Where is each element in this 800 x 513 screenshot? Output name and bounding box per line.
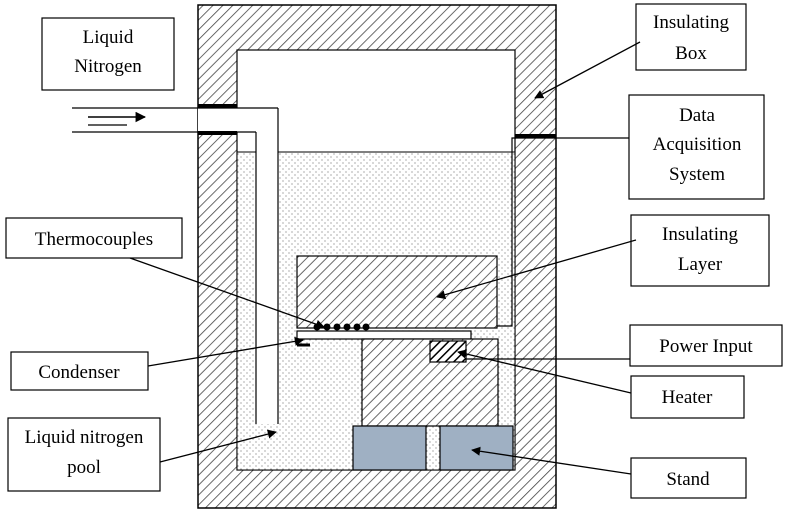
svg-text:Box: Box [675, 43, 707, 64]
label-heater: Heater [630, 375, 745, 419]
svg-text:Liquid: Liquid [83, 27, 134, 48]
label-liquid-nitrogen: Liquid Nitrogen [41, 17, 175, 91]
arrow-stand [471, 446, 632, 475]
svg-text:Power Input: Power Input [659, 336, 753, 357]
heater-element [429, 340, 467, 363]
nitrogen-inlet-pipe [72, 107, 279, 424]
svg-text:Nitrogen: Nitrogen [74, 56, 142, 77]
label-data-acquisition: Data Acquisition System [628, 94, 765, 200]
arrow-heater [457, 349, 632, 394]
label-liquid-nitrogen-pool: Liquid nitrogen pool [7, 417, 161, 492]
arrow-insulating-box [534, 41, 641, 99]
arrow-thermocouples [129, 257, 325, 329]
label-insulating-layer: Insulating Layer [630, 214, 770, 287]
svg-text:Thermocouples: Thermocouples [35, 229, 153, 250]
arrow-condenser [147, 336, 304, 367]
svg-text:Heater: Heater [662, 387, 713, 408]
svg-text:Data: Data [679, 105, 715, 126]
svg-text:Acquisition: Acquisition [653, 134, 742, 155]
svg-text:Liquid nitrogen: Liquid nitrogen [25, 427, 144, 448]
label-condenser: Condenser [10, 351, 149, 391]
svg-text:Layer: Layer [678, 254, 723, 275]
arrow-liquid-nitrogen-pool [159, 429, 277, 463]
arrow-insulating-layer [436, 239, 637, 300]
svg-text:System: System [669, 164, 725, 185]
daq-wire [497, 137, 630, 327]
svg-text:Stand: Stand [666, 469, 710, 490]
condenser-plate [296, 330, 472, 340]
insulating-layer-block [296, 255, 498, 329]
svg-text:pool: pool [67, 457, 101, 478]
label-power-input: Power Input [629, 324, 783, 367]
stand-block-left [352, 425, 427, 471]
stand-block-right [439, 425, 514, 471]
label-thermocouples: Thermocouples [5, 217, 183, 259]
label-stand: Stand [630, 457, 747, 499]
svg-text:Condenser: Condenser [38, 362, 120, 383]
svg-text:Insulating: Insulating [653, 12, 729, 33]
svg-text:Insulating: Insulating [662, 224, 738, 245]
label-insulating-box: Insulating Box [635, 3, 747, 71]
